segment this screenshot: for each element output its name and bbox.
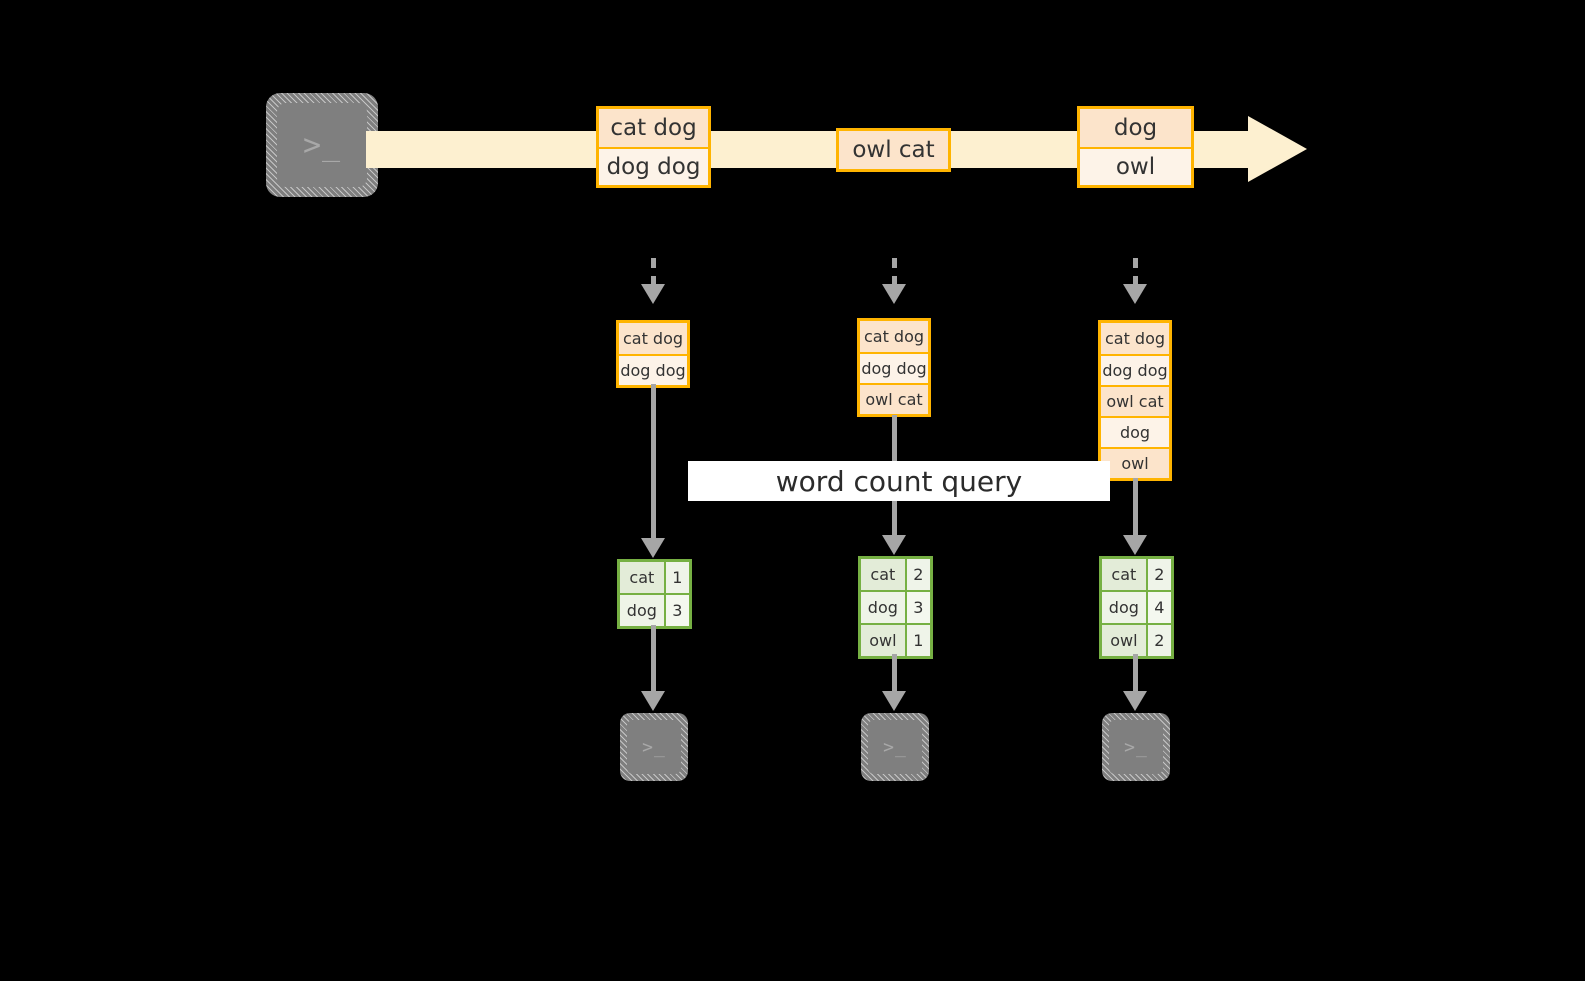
query-connector-arrow-2 (882, 535, 906, 555)
buffer-line: dog dog (619, 354, 687, 385)
result-count: 3 (663, 595, 689, 626)
buffer-box-trigger-2: cat dog dog dog owl cat (857, 318, 931, 417)
query-connector-line-1 (651, 384, 656, 538)
table-row: dog 4 (1102, 590, 1171, 623)
terminal-body (1109, 720, 1163, 774)
message-line: owl cat (839, 131, 948, 169)
message-line: dog dog (599, 147, 708, 185)
stream-arrowhead-icon (1248, 116, 1307, 182)
message-line: cat dog (599, 109, 708, 147)
result-count: 1 (904, 625, 930, 656)
result-word: cat (1102, 559, 1146, 590)
table-row: cat 2 (1102, 559, 1171, 590)
sink-connector-line-1 (651, 625, 656, 691)
table-row: owl 1 (861, 623, 930, 656)
result-word: dog (1102, 592, 1146, 623)
buffer-line: cat dog (860, 321, 928, 352)
terminal-prompt-glyph: >_ (302, 127, 342, 163)
query-connector-line-3 (1133, 478, 1138, 535)
sink-terminal-icon-1: >_ (620, 713, 688, 781)
result-word: cat (861, 559, 905, 590)
buffer-box-trigger-3: cat dog dog dog owl cat dog owl (1098, 320, 1172, 481)
result-count: 4 (1145, 592, 1171, 623)
terminal-prompt-glyph: >_ (1124, 736, 1148, 758)
dashed-down-arrow-icon-1 (641, 284, 665, 304)
result-table-trigger-2: cat 2 dog 3 owl 1 (858, 556, 933, 659)
buffer-line: cat dog (1101, 323, 1169, 354)
sink-connector-line-2 (892, 654, 897, 691)
terminal-body (627, 720, 681, 774)
stream-message-batch-1: cat dog dog dog (596, 106, 711, 188)
result-word: cat (620, 562, 664, 593)
stream-message-batch-2: owl cat (836, 128, 951, 172)
query-connector-arrow-3 (1123, 535, 1147, 555)
terminal-body (868, 720, 922, 774)
table-row: dog 3 (620, 593, 689, 626)
sink-connector-line-3 (1133, 654, 1138, 691)
buffer-line: dog (1101, 416, 1169, 447)
table-row: cat 1 (620, 562, 689, 593)
dashed-input-line-2 (892, 258, 897, 286)
buffer-line: cat dog (619, 323, 687, 354)
result-table-trigger-3: cat 2 dog 4 owl 2 (1099, 556, 1174, 659)
query-connector-arrow-1 (641, 538, 665, 558)
result-word: owl (861, 625, 905, 656)
result-count: 1 (663, 562, 689, 593)
sink-terminal-icon-3: >_ (1102, 713, 1170, 781)
result-table-trigger-1: cat 1 dog 3 (617, 559, 692, 629)
buffer-line: owl (1101, 447, 1169, 478)
dashed-down-arrow-icon-3 (1123, 284, 1147, 304)
buffer-line: owl cat (1101, 385, 1169, 416)
query-label: word count query (688, 461, 1110, 501)
sink-connector-arrow-1 (641, 691, 665, 711)
buffer-line: owl cat (860, 383, 928, 414)
terminal-prompt-glyph: >_ (642, 736, 666, 758)
sink-terminal-icon-2: >_ (861, 713, 929, 781)
terminal-prompt-glyph: >_ (883, 736, 907, 758)
result-count: 2 (1145, 625, 1171, 656)
result-word: dog (861, 592, 905, 623)
result-count: 2 (904, 559, 930, 590)
message-line: owl (1080, 147, 1191, 185)
table-row: cat 2 (861, 559, 930, 590)
buffer-line: dog dog (1101, 354, 1169, 385)
result-count: 3 (904, 592, 930, 623)
message-line: dog (1080, 109, 1191, 147)
dashed-input-line-3 (1133, 258, 1138, 286)
terminal-body (277, 103, 367, 187)
dashed-down-arrow-icon-2 (882, 284, 906, 304)
table-row: owl 2 (1102, 623, 1171, 656)
table-row: dog 3 (861, 590, 930, 623)
sink-connector-arrow-2 (882, 691, 906, 711)
source-terminal-icon: >_ (266, 93, 378, 197)
result-count: 2 (1145, 559, 1171, 590)
stream-message-batch-3: dog owl (1077, 106, 1194, 188)
buffer-line: dog dog (860, 352, 928, 383)
buffer-box-trigger-1: cat dog dog dog (616, 320, 690, 388)
dashed-input-line-1 (651, 258, 656, 286)
result-word: owl (1102, 625, 1146, 656)
result-word: dog (620, 595, 664, 626)
sink-connector-arrow-3 (1123, 691, 1147, 711)
